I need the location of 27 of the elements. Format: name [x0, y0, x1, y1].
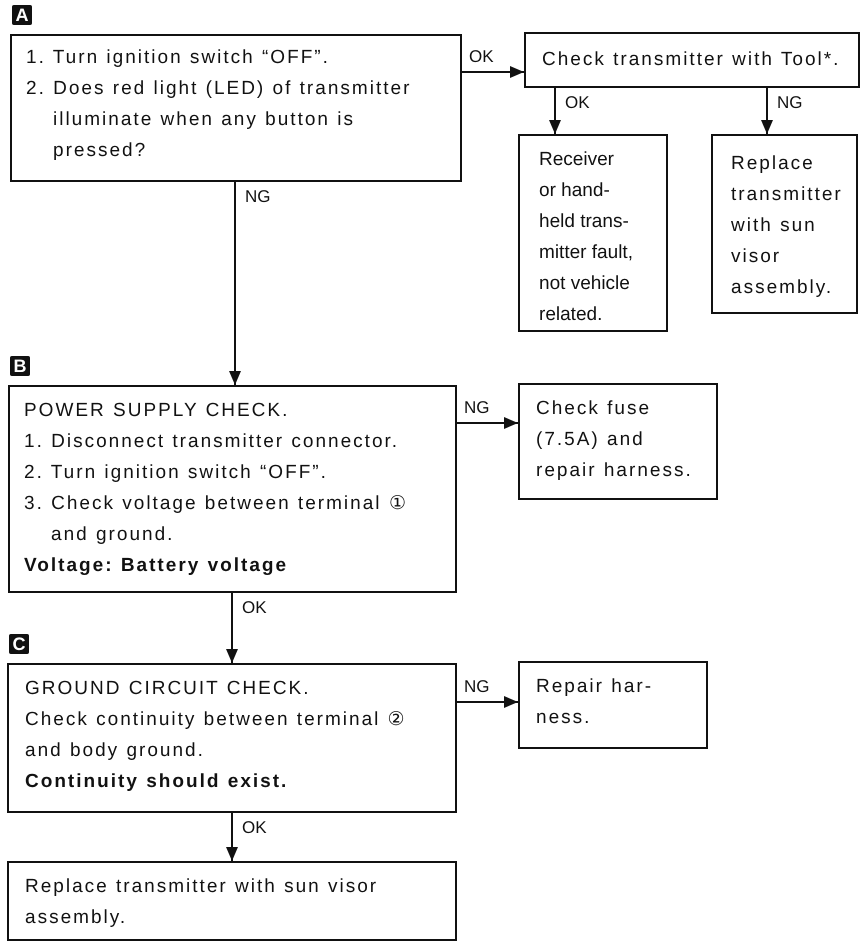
- step-badge: B: [10, 356, 30, 376]
- step-text: 3. Check voltage between terminal ① and ground.: [24, 492, 409, 547]
- arrow: [226, 813, 238, 861]
- step-text: Check fuse (7.5A) and repair harness.: [536, 397, 694, 483]
- step-text: 2. Does red light (LED) of transmitter illuminate when any button is pressed?: [26, 77, 412, 163]
- arrow: [462, 66, 524, 78]
- step-text: 2. Turn ignition switch “OFF”.: [24, 461, 329, 485]
- step-text: Replace transmitter with sun visor assembly.: [25, 875, 380, 930]
- arrow: [226, 593, 238, 663]
- step-text: GROUND CIRCUIT CHECK.: [25, 677, 312, 701]
- step-text: Check transmitter with Tool*.: [542, 48, 842, 72]
- arrow: [229, 182, 241, 385]
- step-text: Check continuity between terminal ② and body ground.: [25, 708, 408, 763]
- step-badge: C: [9, 634, 29, 654]
- step-text: POWER SUPPLY CHECK.: [24, 399, 290, 423]
- step-text: Replace transmitter with sun visor assembly.: [731, 152, 844, 300]
- arrow: [549, 88, 561, 134]
- step-text: 1. Disconnect transmitter connector.: [24, 430, 400, 454]
- arrow: [457, 417, 518, 429]
- step-text: Repair har- ness.: [536, 675, 654, 730]
- step-text: Voltage: Battery voltage: [24, 554, 290, 578]
- step-badge: A: [12, 5, 32, 25]
- arrow: [761, 88, 773, 134]
- step-text: 1. Turn ignition switch “OFF”.: [26, 46, 331, 70]
- step-text: Continuity should exist.: [25, 770, 290, 794]
- step-text: Receiver or hand- held trans- mitter fault, not vehicle related.: [539, 148, 634, 327]
- arrow: [457, 696, 518, 708]
